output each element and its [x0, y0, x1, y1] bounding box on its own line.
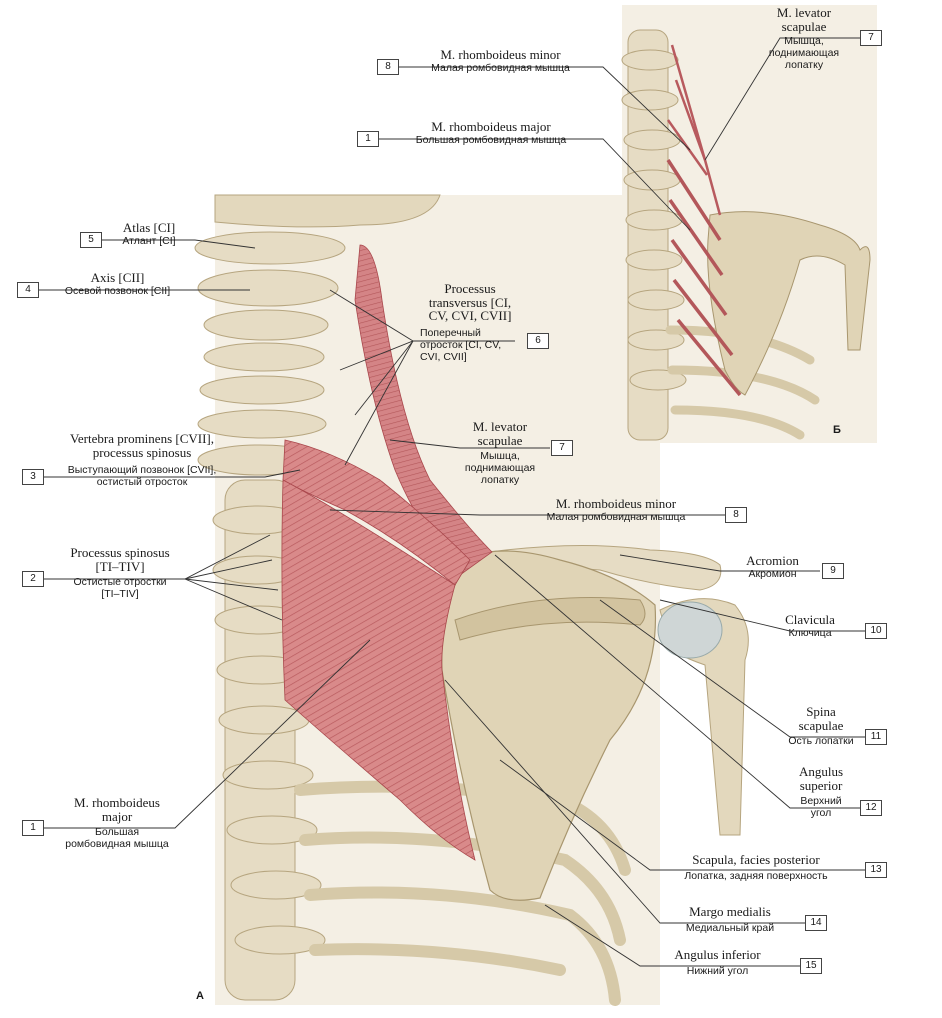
label-number-6: 6	[527, 333, 549, 349]
label-angulus-superior: Angulus superior Верхний угол	[790, 764, 852, 820]
label-number-1: 1	[22, 820, 44, 836]
russian-name: Остистые отростки [TI–TIV]	[73, 576, 167, 601]
label-number-2: 2	[22, 571, 44, 587]
label-atlas: Atlas [CI] Атлант [CI]	[103, 221, 195, 247]
russian-name: Малая ромбовидная мышца	[546, 510, 686, 523]
label-number-15: 15	[800, 958, 822, 974]
russian-name: Осевой позвонок [CII]	[64, 284, 171, 297]
label-spina-scapulae: Spina scapulae Ость лопатки	[788, 704, 854, 748]
latin-name: Angulus superior	[798, 764, 844, 793]
latin-name: Processus transversus [CI, CV, CVI, CVII…	[428, 281, 512, 324]
label-number-10: 10	[865, 623, 887, 639]
panel-label-a: A	[196, 990, 204, 1002]
label-axis: Axis [CII] Осевой позвонок [CII]	[40, 271, 195, 297]
latin-name: M. rhomboideus minor	[555, 496, 677, 511]
main-panel-muscles	[281, 244, 493, 861]
russian-name: Малая ромбовидная мышца	[431, 61, 570, 74]
label-number-14: 14	[805, 915, 827, 931]
latin-name: Angulus inferior	[674, 947, 761, 962]
russian-name: Мышца, поднимающая лопатку	[768, 35, 840, 72]
russian-name: Ость лопатки	[788, 735, 854, 748]
label-number-7: 7	[551, 440, 573, 456]
label-processus-spinosus: Processus spinosus [TI–TIV] Остистые отр…	[50, 545, 190, 601]
latin-name: M. rhomboideus major	[74, 795, 160, 824]
label-processus-transversus: Processus transversus [CI, CV, CVI, CVII…	[420, 282, 520, 363]
label-rhomboid-major-inset: M. rhomboideus major Большая ромбовидная…	[380, 120, 602, 146]
latin-name: M. levator scapulae	[776, 5, 832, 34]
label-rhomboid-minor: M. rhomboideus minor Малая ромбовидная м…	[510, 497, 722, 523]
label-number-4: 4	[17, 282, 39, 298]
russian-name: Нижний угол	[686, 964, 749, 977]
label-levator-scapulae-inset: M. levator scapulae Мышца, поднимающая л…	[754, 5, 854, 72]
latin-name: Spina scapulae	[798, 704, 844, 733]
russian-name: Большая ромбовидная мышца	[65, 826, 169, 851]
label-number-13: 13	[865, 862, 887, 878]
label-number-8-inset: 8	[377, 59, 399, 75]
label-number-1-inset: 1	[357, 131, 379, 147]
label-number-5: 5	[80, 232, 102, 248]
inset-panel	[621, 5, 877, 443]
latin-name: Acromion	[746, 553, 799, 568]
russian-name: Атлант [CI]	[122, 234, 176, 247]
label-number-3: 3	[22, 469, 44, 485]
russian-name: Выступающий позвонок [CVII], остистый от…	[67, 464, 217, 489]
russian-name: Акромион	[748, 567, 797, 580]
label-number-12: 12	[860, 800, 882, 816]
latin-name: M. rhomboideus major	[431, 119, 551, 134]
latin-name: Scapula, facies posterior	[692, 852, 820, 867]
label-angulus-inferior: Angulus inferior Нижний угол	[640, 948, 795, 977]
latin-name: Vertebra prominens [CVII], processus spi…	[69, 431, 215, 460]
latin-name: Margo medialis	[689, 904, 771, 919]
latin-name: Processus spinosus [TI–TIV]	[70, 545, 170, 574]
latin-name: Clavicula	[785, 612, 835, 627]
label-number-7-inset: 7	[860, 30, 882, 46]
leader-lines	[35, 37, 865, 967]
label-rhomboid-minor-inset: M. rhomboideus minor Малая ромбовидная м…	[398, 48, 603, 74]
label-number-9: 9	[822, 563, 844, 579]
latin-name: M. rhomboideus minor	[440, 47, 561, 62]
russian-name: Медиальный край	[685, 921, 775, 934]
label-number-11: 11	[865, 729, 887, 745]
russian-name: Большая ромбовидная мышца	[415, 133, 567, 146]
latin-name: Atlas [CI]	[122, 220, 176, 235]
label-rhomboid-major: M. rhomboideus major Большая ромбовидная…	[62, 795, 172, 851]
russian-name: Ключица	[788, 626, 832, 639]
latin-name: Axis [CII]	[90, 270, 145, 285]
label-levator-scapulae: M. levator scapulae Мышца, поднимающая л…	[455, 419, 545, 487]
label-scapula-facies-posterior: Scapula, facies posterior Лопатка, задня…	[650, 853, 862, 882]
label-margo-medialis: Margo medialis Медиальный край	[660, 905, 800, 934]
label-clavicula: Clavicula Ключица	[760, 613, 860, 639]
russian-name: Мышца, поднимающая лопатку	[464, 450, 536, 487]
russian-name: Лопатка, задняя поверхность	[684, 869, 828, 882]
label-acromion: Acromion Акромион	[725, 554, 820, 580]
russian-name: Поперечный отросток [CI, CV, CVI, CVII]	[420, 326, 502, 364]
russian-name: Верхний угол	[800, 795, 842, 820]
label-number-8: 8	[725, 507, 747, 523]
panel-label-b: Б	[833, 424, 841, 436]
label-vertebra-prominens: Vertebra prominens [CVII], processus spi…	[62, 431, 222, 489]
latin-name: M. levator scapulae	[472, 419, 528, 448]
